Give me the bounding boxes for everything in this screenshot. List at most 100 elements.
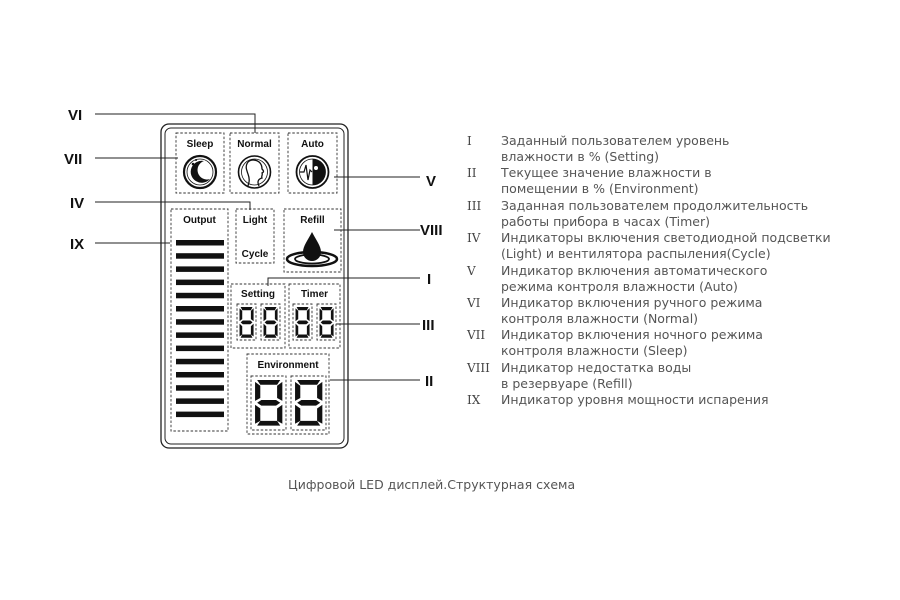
legend-text-line-1: Индикатор включения ночного режима: [501, 327, 763, 343]
output-bar-segment: [176, 345, 224, 352]
normal-label: Normal: [237, 139, 272, 150]
legend-text-line-2: (Light) и вентилятора распыления(Cycle): [501, 246, 771, 262]
normal-box: [229, 132, 280, 194]
legend-number: VI: [467, 295, 481, 310]
callout-iii: III: [422, 317, 435, 334]
environment-box: [246, 353, 330, 435]
sleep-label: Sleep: [187, 139, 214, 150]
legend-item: IX Индикатор уровня мощности испарения: [467, 392, 887, 424]
moon-icon: [182, 154, 218, 190]
legend-text-line-1: Заданная пользователем продолжительность: [501, 197, 809, 213]
legend-number: VII: [467, 328, 486, 343]
legend-text: Индикаторы включения светодиодной подсве…: [501, 230, 887, 262]
legend-number: V: [467, 263, 476, 278]
timer-label: Timer: [301, 289, 328, 300]
setting-label: Setting: [241, 289, 275, 300]
output-bar-segment: [176, 372, 224, 378]
output-bar-segment: [176, 253, 224, 259]
environment-label: Environment: [257, 360, 319, 371]
refill-label: Refill: [300, 215, 325, 226]
display-panel-inner: [164, 127, 345, 445]
legend-number: III: [467, 198, 482, 213]
light-label: Light: [243, 215, 268, 226]
setting-digit-1: [239, 307, 254, 338]
legend-text-line-2: контроля влажности (Normal): [501, 310, 699, 326]
legend-text-line-1: Индикаторы включения светодиодной подсве…: [501, 230, 831, 246]
legend-text-line-2: помещении в % (Environment): [501, 181, 699, 197]
legend-text-line-2: режима контроля влажности (Auto): [501, 278, 738, 294]
callout-vii: VII: [64, 151, 82, 168]
legend-text-line-1: Текущее значение влажности в: [501, 165, 712, 181]
timer-box: [288, 283, 341, 349]
env-digit-2: [295, 380, 323, 426]
output-bar-segment: [176, 292, 224, 299]
output-bar-segment: [176, 385, 224, 391]
setting-digit-2: [263, 307, 278, 338]
callout-v: V: [426, 173, 436, 190]
setting-digit-frame-2: [260, 303, 281, 341]
output-bar-segment: [176, 332, 224, 338]
diagram-caption: Цифровой LED дисплей.Структурная схема: [288, 477, 576, 492]
legend-text-line-1: Заданный пользователем уровень: [501, 133, 730, 148]
legend-item: IV Индикаторы включения светодиодной подс…: [467, 230, 887, 262]
output-bar-segment: [176, 266, 224, 272]
output-label: Output: [183, 215, 216, 226]
output-bar-segment: [176, 279, 224, 286]
env-digit-frame-2: [290, 375, 327, 431]
callout-ii: II: [425, 373, 433, 390]
callout-viii: VIII: [420, 222, 443, 239]
callout-iv: IV: [70, 195, 84, 212]
callout-lines: [95, 113, 420, 381]
legend-item: III Заданная пользователем продолжительно…: [467, 198, 887, 230]
output-bar-segment: [176, 240, 224, 246]
setting-box: [230, 283, 286, 349]
sleep-box: [175, 132, 225, 194]
legend-text-line-2: работы прибора в часах (Timer): [501, 213, 711, 229]
legend-text-line-1: Индикатор недостатка воды: [501, 359, 692, 375]
face-icon: [237, 155, 272, 189]
legend-text-line-1: Индикатор включения ручного режима: [501, 294, 763, 310]
legend-text-line-1: Индикатор уровня мощности испарения: [501, 392, 769, 408]
auto-icon: [295, 155, 330, 189]
output-bar-segment: [176, 306, 224, 312]
legend-number: I: [467, 134, 472, 148]
legend-text-line-2: в резервуаре (Refill): [501, 375, 633, 391]
legend-number: IX: [467, 393, 481, 408]
setting-digit-frame-1: [236, 303, 257, 341]
output-bar-segment: [176, 398, 224, 404]
legend-number: II: [467, 166, 477, 181]
timer-digit-2: [319, 307, 334, 338]
light-cycle-box: [235, 208, 275, 264]
output-level-bars: [176, 240, 224, 418]
auto-box: [287, 132, 338, 194]
cycle-label: Cycle: [242, 249, 269, 260]
legend-number: IV: [467, 231, 481, 246]
water-drop-icon: [285, 232, 339, 268]
callout-ix: IX: [70, 236, 84, 253]
callout-i: I: [427, 271, 431, 288]
timer-digit-frame-2: [316, 303, 337, 341]
env-digit-frame-1: [250, 375, 287, 431]
legend-text: Индикатор уровня мощности испарения: [501, 392, 887, 408]
legend-text-line-2: контроля влажности (Sleep): [501, 343, 688, 359]
output-bar-segment: [176, 358, 224, 365]
env-digit-1: [255, 380, 283, 426]
timer-digit-frame-1: [292, 303, 313, 341]
legend-number: VIII: [467, 360, 490, 375]
output-bar-segment: [176, 319, 224, 325]
output-bar-segment: [176, 411, 224, 418]
callout-vi: VI: [68, 107, 82, 124]
